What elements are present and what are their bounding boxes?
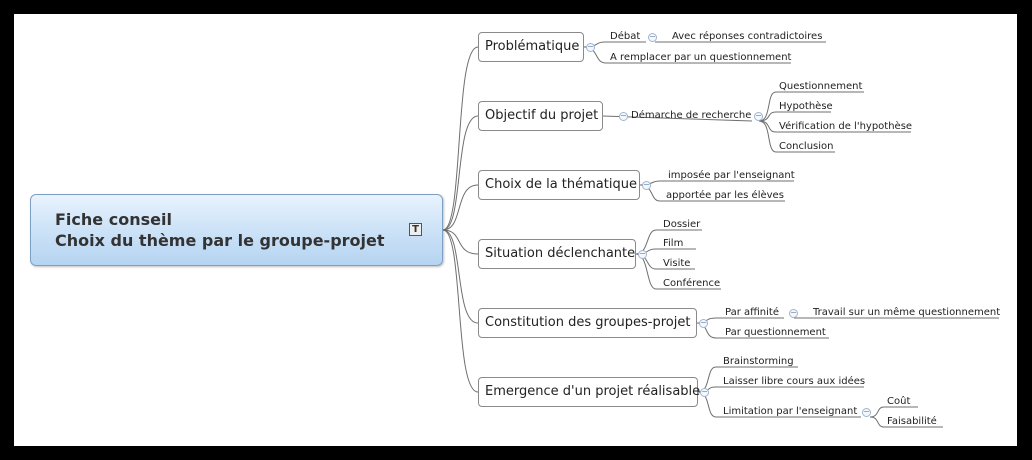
subtopic-film[interactable]: Film xyxy=(663,238,684,249)
collapse-affinite-icon[interactable]: − xyxy=(789,308,798,318)
subtopic-faisabilite[interactable]: Faisabilité xyxy=(887,416,937,427)
subtopic-questionnement[interactable]: Questionnement xyxy=(779,81,863,92)
subtopic-hypothese[interactable]: Hypothèse xyxy=(779,101,833,112)
topic-objectif-du-projet[interactable]: Objectif du projet xyxy=(478,101,603,131)
connector-demarche-questionnement xyxy=(758,91,864,122)
central-topic-text: Fiche conseil Choix du thème par le grou… xyxy=(55,209,385,251)
connector-root-constitution xyxy=(442,229,479,324)
mind-map-canvas: Fiche conseil Choix du thème par le grou… xyxy=(14,14,1017,446)
subtopic-cout[interactable]: Coût xyxy=(887,396,911,407)
subtopic-par-questionnement[interactable]: Par questionnement xyxy=(725,327,826,338)
subtopic-debat[interactable]: Débat xyxy=(610,31,641,42)
subtopic-travail-meme-questionnement[interactable]: Travail sur un même questionnement xyxy=(813,307,1001,318)
central-topic[interactable]: Fiche conseil Choix du thème par le grou… xyxy=(30,194,443,266)
collapse-choix-icon[interactable]: − xyxy=(642,180,651,190)
subtopic-avec-reponses[interactable]: Avec réponses contradictoires xyxy=(672,31,823,42)
subtopic-verification[interactable]: Vérification de l'hypothèse xyxy=(779,121,913,132)
collapse-limitation-icon[interactable]: − xyxy=(862,407,871,417)
subtopic-conference[interactable]: Conférence xyxy=(663,278,721,289)
topic-situation-declenchante[interactable]: Situation déclenchante xyxy=(478,239,636,269)
collapse-situation-icon[interactable]: − xyxy=(638,249,647,259)
collapse-emergence-icon[interactable]: − xyxy=(700,387,709,397)
subtopic-laisser-libre-cours[interactable]: Laisser libre cours aux idées xyxy=(723,376,866,387)
topic-problematique[interactable]: Problématique xyxy=(478,32,584,62)
subtopic-brainstorming[interactable]: Brainstorming xyxy=(723,356,794,367)
collapse-problematique-icon[interactable]: − xyxy=(586,42,595,52)
topic-constitution-des-groupes[interactable]: Constitution des groupes-projet xyxy=(478,308,697,338)
central-topic-line-2: Choix du thème par le groupe-projet xyxy=(55,231,385,250)
collapse-constitution-icon[interactable]: − xyxy=(699,318,708,328)
collapse-demarche-icon[interactable]: − xyxy=(754,111,763,121)
connector-root-objectif xyxy=(442,115,479,231)
connector-root-problematique xyxy=(442,46,479,231)
subtopic-imposee[interactable]: imposée par l'enseignant xyxy=(668,170,795,181)
connector-root-emergence xyxy=(442,229,479,393)
topic-choix-de-la-thematique[interactable]: Choix de la thématique xyxy=(478,170,640,200)
collapse-objectif-icon[interactable]: − xyxy=(619,111,628,121)
subtopic-a-remplacer[interactable]: A remplacer par un questionnement xyxy=(610,52,792,63)
collapse-debat-icon[interactable]: − xyxy=(648,32,657,42)
subtopic-dossier[interactable]: Dossier xyxy=(663,219,701,230)
connector-limitation-faisabilite xyxy=(869,416,943,428)
connector-demarche-hypothese xyxy=(758,111,831,122)
connector-lines xyxy=(442,41,999,428)
subtopic-conclusion[interactable]: Conclusion xyxy=(779,141,834,152)
connector-limitation-cout xyxy=(869,406,918,418)
subtopic-apportee[interactable]: apportée par les élèves xyxy=(666,190,784,201)
connector-root-choix xyxy=(442,184,479,231)
subtopic-par-affinite[interactable]: Par affinité xyxy=(725,307,779,318)
topic-emergence-projet[interactable]: Emergence d'un projet réalisable xyxy=(478,377,700,407)
central-topic-line-1: Fiche conseil xyxy=(55,210,172,229)
subtopic-demarche-de-recherche[interactable]: Démarche de recherche xyxy=(631,110,752,121)
connector-root-situation xyxy=(442,229,479,255)
subtopic-limitation-enseignant[interactable]: Limitation par l'enseignant xyxy=(723,406,858,417)
subtopic-visite[interactable]: Visite xyxy=(663,258,691,269)
connector-demarche-conclusion xyxy=(758,120,835,153)
text-note-icon[interactable]: T xyxy=(409,223,422,236)
